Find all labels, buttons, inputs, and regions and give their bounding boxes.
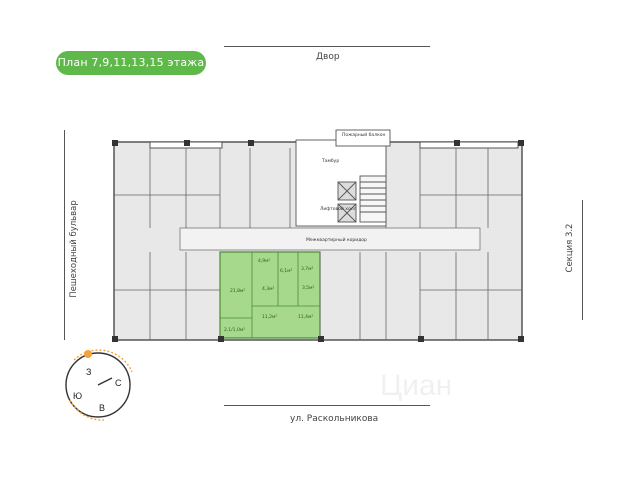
room-label-vestibule: Тамбур <box>321 158 339 164</box>
compass-east: В <box>99 403 105 413</box>
corridor-band <box>179 227 481 251</box>
room-label-lift-hall: Лифтовой холл <box>320 205 357 212</box>
top-rule <box>224 46 430 47</box>
compass: З С Ю В <box>65 349 133 421</box>
area-label: 11,2м² <box>262 314 277 320</box>
bottom-rule <box>224 405 430 406</box>
area-label: 11,4м² <box>298 314 313 320</box>
area-label: 21,8м² <box>230 288 245 294</box>
area-label: 3,5м² <box>302 285 315 291</box>
area-label: 3,7м² <box>301 266 314 272</box>
area-label: 4,9м² <box>258 258 271 264</box>
wall-pillars <box>112 140 524 342</box>
area-label: 4,3м² <box>262 286 275 292</box>
compass-west: З <box>86 367 91 377</box>
area-label: 6,1м² <box>280 268 293 274</box>
bottom-label-street: ул. Раскольникова <box>290 414 379 424</box>
top-label-yard: Двор <box>316 52 340 62</box>
sun-icon <box>84 350 92 358</box>
highlighted-apartment[interactable] <box>219 251 321 339</box>
room-label-balcony: Пожарный балкон <box>342 131 386 138</box>
building-core <box>295 129 391 227</box>
floor-title-badge: План 7,9,11,13,15 этажа <box>56 51 206 75</box>
room-label-corridor: Межквартирный коридор <box>306 236 367 243</box>
right-rule <box>582 200 583 320</box>
watermark: Циан <box>380 369 452 402</box>
area-label: 2,1/1,0м² <box>224 327 245 333</box>
apartment-walls <box>114 148 522 340</box>
left-rule <box>64 130 65 340</box>
compass-needle <box>97 377 113 386</box>
compass-north: С <box>115 378 122 388</box>
compass-south: Ю <box>73 391 82 401</box>
